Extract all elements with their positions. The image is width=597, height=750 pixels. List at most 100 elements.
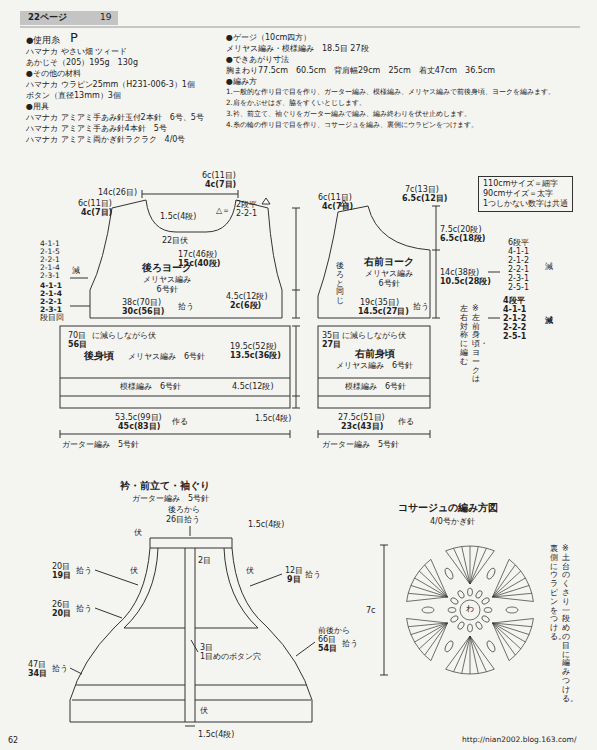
- dimension-label: 10.5c(28段): [440, 277, 491, 286]
- piece-note: 90cmサイズ＝太字: [483, 189, 568, 199]
- dimension-label: 伏: [200, 706, 208, 715]
- dimension-label: 2-3-1: [508, 274, 529, 283]
- dimension-label: 14.5c(27目): [358, 307, 409, 316]
- dimension-label: 14c(26目): [98, 188, 137, 197]
- piece-name: 後身頃: [84, 350, 114, 363]
- dimension-label: 1.5c(4段): [198, 730, 234, 739]
- dimension-label: 拾う: [342, 639, 358, 648]
- dimension-label: http://nian2002.blog.163.com/: [462, 736, 576, 745]
- dimension-label: 4c(7目): [205, 180, 236, 189]
- dimension-label: 減: [545, 262, 553, 271]
- dimension-label: 拾う: [413, 302, 429, 311]
- dimension-label: ハマナカ アミアミ手あみ針玉付2本針 6号、5号: [26, 113, 204, 122]
- piece-note: 6号針: [364, 279, 414, 289]
- dimension-label: 伏: [130, 566, 138, 575]
- piece-note: メリヤス編み: [142, 275, 192, 285]
- dimension-label: 30c(56目): [122, 307, 164, 316]
- piece-name: 後ろヨーク: [142, 262, 192, 275]
- dimension-label: ●その他の材料: [26, 69, 81, 78]
- dimension-label: 17c(46段): [178, 250, 217, 259]
- dimension-label: 19目: [52, 571, 71, 580]
- dimension-label: P: [70, 31, 78, 46]
- dimension-label: 4段平: [503, 296, 525, 305]
- legend-box: 110cmサイズ＝細字90cmサイズ＝太字1つしかない数字は共通: [478, 176, 573, 212]
- dimension-label: 1目めのボタン穴: [200, 652, 261, 661]
- dimension-label: 2-2-1: [236, 209, 257, 218]
- dimension-label: 2-5-1: [508, 283, 529, 292]
- piece-note: 6号針: [142, 285, 192, 295]
- dimension-label: ●できあがり寸法: [226, 55, 289, 64]
- dimension-label: 4-1-1: [508, 247, 529, 256]
- dimension-label: ガーター編み 5号針: [322, 440, 399, 449]
- piece-label: 右前ヨークメリヤス編み6号針: [364, 256, 414, 289]
- dimension-label: 14c(38段): [440, 268, 479, 277]
- dimension-label: 左右対称に編む: [460, 305, 468, 367]
- dimension-label: 4.糸の輪の作り目で目を作り、コサージュを編み、裏側にウラピンをつけます。: [226, 121, 478, 129]
- dimension-label: 6.5c(18段): [440, 234, 485, 243]
- dimension-label: 13.5c(36段): [230, 351, 281, 360]
- dimension-label: 7c(13目): [405, 185, 439, 194]
- dimension-label: 拾う: [178, 302, 194, 311]
- piece-note: 110cmサイズ＝細字: [483, 179, 568, 189]
- dimension-label: 27目: [322, 340, 341, 349]
- dimension-label: 6c(11目): [202, 171, 236, 180]
- dimension-label: 1.5c(4段): [160, 212, 196, 221]
- dimension-label: ハマナカ アミアミ手あみ針4本針 5号: [26, 124, 167, 133]
- dimension-label: 38c(70目): [122, 298, 161, 307]
- dimension-label: 7.5c(20段): [440, 225, 482, 234]
- dimension-label: 34目: [28, 669, 47, 678]
- dimension-label: 4c(7目): [322, 202, 353, 211]
- dimension-label: 減: [72, 266, 80, 275]
- dimension-label: ●ゲージ（10cm四方）: [226, 33, 311, 42]
- piece-note: 1つしかない数字は共通: [483, 199, 568, 209]
- dimension-label: に減らしながら伏: [92, 331, 156, 340]
- dimension-label: 23c(43目): [341, 422, 383, 431]
- dimension-label: 4c(7目): [81, 208, 112, 217]
- piece-label: 後ろヨークメリヤス編み6号針: [142, 262, 192, 295]
- dimension-label: 模様編み 6号針: [345, 382, 406, 391]
- dimension-label: 47目: [28, 660, 46, 669]
- dimension-label: 1.5c(4段): [255, 414, 291, 423]
- dimension-label: 6c(11目): [318, 193, 352, 202]
- dimension-label: 19c(35目): [360, 298, 399, 307]
- dimension-label: 拾う: [305, 570, 321, 579]
- dimension-label: 4-1-1: [503, 305, 526, 314]
- dimension-label: 6段平: [508, 238, 529, 247]
- dimension-label: 22ページ: [28, 13, 67, 23]
- dimension-label: 伏: [134, 528, 142, 537]
- dimension-label: 62: [8, 736, 18, 745]
- dimension-label: △＝: [216, 206, 230, 215]
- piece-note: メリヤス編み 6号針: [128, 352, 205, 362]
- dimension-label: 53.5c(99目): [115, 413, 162, 422]
- dimension-label: 9目: [287, 575, 301, 584]
- dimension-label: に減らしながら伏: [342, 331, 406, 340]
- dimension-label: 段目回: [40, 314, 64, 323]
- dimension-label: ハマナカ アミアミ両かぎ針ラクラク 4/0号: [26, 135, 185, 144]
- dimension-label: 伏: [246, 566, 254, 575]
- dimension-label: 27.5c(51目): [338, 413, 385, 422]
- dimension-label: 2-1-2: [508, 256, 529, 265]
- dimension-label: 拾う: [76, 566, 92, 575]
- dimension-label: ボタン（直径13mm）3個: [26, 91, 121, 100]
- dimension-label: 2c(6段): [230, 301, 261, 310]
- dimension-label: 20目: [52, 562, 70, 571]
- dimension-label: 2目: [198, 556, 211, 565]
- dimension-label: 20目: [52, 609, 71, 618]
- dimension-label: ※左前身頃・ヨークは: [472, 305, 480, 384]
- dimension-label: 70目: [68, 331, 86, 340]
- dimension-label: ガーター編み 5号針: [132, 494, 209, 503]
- dimension-label: 4.5c(12段): [226, 292, 268, 301]
- dimension-label: 作る: [172, 417, 188, 426]
- dimension-label: 2.肩をかぶせはぎ、脇をすくいとじします。: [226, 99, 366, 107]
- dimension-label: 19: [100, 12, 111, 22]
- dimension-label: コサージュの編み方図: [398, 502, 498, 514]
- dimension-label: 35目: [322, 331, 340, 340]
- dimension-label: ●使用糸: [26, 36, 60, 46]
- dimension-label: あかじそ（205）195g 130g: [26, 58, 138, 67]
- dimension-label: 作る: [398, 417, 414, 426]
- dimension-label: 6.5c(12目): [402, 194, 447, 203]
- dimension-label: 3目: [200, 643, 213, 652]
- dimension-label: 66目: [318, 635, 336, 644]
- dimension-label: 7c: [366, 606, 376, 615]
- dimension-label: ●用具: [26, 102, 49, 111]
